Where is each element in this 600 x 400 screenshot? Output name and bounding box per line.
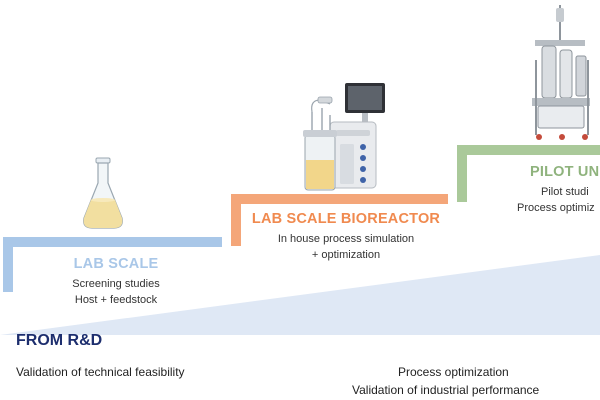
stage-text-bioreactor-2: + optimization — [311, 249, 381, 261]
flask-icon — [83, 157, 123, 229]
step-lab-scale — [3, 237, 222, 292]
step-bioreactor — [231, 194, 448, 246]
rd-heading: FROM R&D — [16, 332, 103, 349]
stage-text-pilot-unit-2: Process optimiz — [517, 202, 595, 214]
stage-title-pilot-unit: PILOT UN — [530, 164, 600, 180]
stage-text-lab-scale-1: Screening studies — [72, 278, 160, 290]
bioreactor-icon — [303, 83, 385, 191]
rd-text: Validation of technical feasibility — [16, 365, 185, 379]
stage-text-bioreactor-1: In house process simulation — [277, 233, 415, 245]
stage-text-lab-scale-2: Host + feedstock — [74, 294, 158, 306]
stage-title-bioreactor: LAB SCALE BIOREACTOR — [251, 211, 441, 227]
stage-title-lab-scale: LAB SCALE — [73, 256, 159, 272]
stage-text-pilot-unit-1: Pilot studi — [541, 186, 589, 198]
pilot-unit-icon — [532, 5, 590, 140]
process-optimization-text: Process optimization — [398, 365, 509, 379]
industrial-validation-text: Validation of industrial performance — [352, 383, 540, 397]
growth-wedge — [0, 255, 600, 335]
step-pilot-unit — [457, 145, 600, 202]
